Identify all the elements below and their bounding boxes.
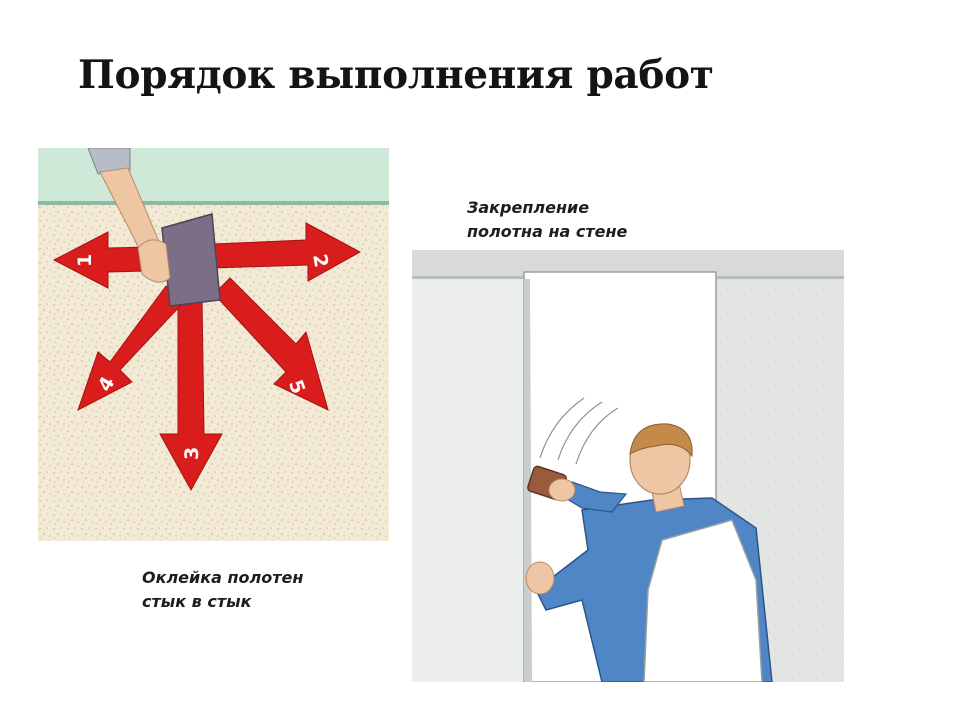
- slide-title: Порядок выполнения работ: [78, 52, 714, 98]
- caption-wallpaper-fixing-line-1: Закрепление: [467, 198, 590, 217]
- caption-wallpaper-fixing-line-2: полотна на стене: [467, 222, 628, 241]
- worker-hand-lower: [525, 561, 555, 595]
- arrow-2-shape: [212, 222, 362, 282]
- arrow-3-number: 3: [181, 447, 203, 460]
- spatula-tool: [161, 213, 221, 307]
- worker-overalls: [643, 519, 763, 682]
- worker-arm-upper: [561, 481, 628, 513]
- arrow-1-number: 1: [74, 254, 96, 267]
- worker-hair: [629, 423, 693, 458]
- smoothing-motion-lines: [539, 397, 619, 465]
- worker-figure: [525, 423, 773, 682]
- hand: [137, 239, 171, 283]
- arrow-3-shape: [159, 297, 223, 492]
- sleeve-cuff: [87, 148, 131, 175]
- worker-hand-upper: [548, 478, 576, 502]
- hung-wallpaper: [412, 279, 524, 682]
- caption-butt-joint-gluing-line-1: Оклейка полотен: [142, 568, 304, 587]
- arrow-2-number: 2: [308, 252, 332, 269]
- arrow-4-shape: [77, 285, 183, 412]
- caption-butt-joint-gluing: Оклейка полотен стык в стык: [142, 566, 303, 614]
- caption-wallpaper-fixing: Закрепление полотна на стене: [467, 196, 627, 244]
- arrows-group: [52, 222, 362, 492]
- ceiling-edge: [38, 201, 389, 205]
- wallpaper-fixing-illustration: [412, 250, 844, 682]
- smoothing-order-illustration: 1 2 3 4 5: [38, 148, 389, 541]
- caption-butt-joint-gluing-line-2: стык в стык: [142, 592, 252, 611]
- arrow-5-shape: [213, 277, 329, 411]
